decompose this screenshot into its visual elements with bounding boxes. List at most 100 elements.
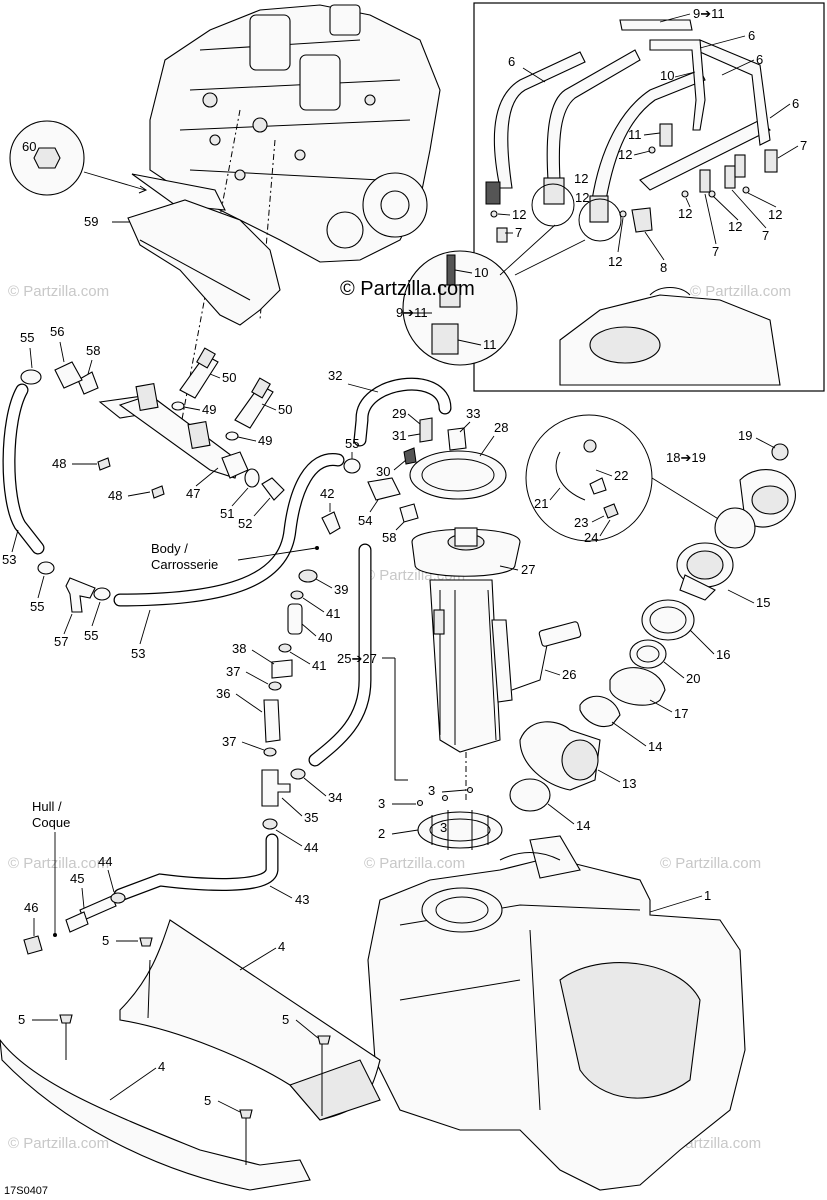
hull-label: Hull /: [32, 799, 62, 814]
callout-7: 7: [515, 225, 522, 240]
callout-9-11: 9➔11: [693, 6, 725, 21]
figure-code: 17S0407: [4, 1185, 48, 1197]
callout-28: 28: [494, 420, 508, 435]
body-anchor-dot: [315, 546, 319, 550]
callout-18-19: 18➔19: [666, 450, 706, 465]
callout-41: 41: [326, 606, 340, 621]
callout-39: 39: [334, 582, 348, 597]
callout-55: 55: [20, 330, 34, 345]
hose-43: 43: [113, 833, 309, 907]
callout-26: 26: [562, 667, 576, 682]
watermark-group: © Partzilla.com © Partzilla.com © Partzi…: [8, 283, 791, 1152]
hose-32: 32: [328, 368, 452, 447]
callout-58: 58: [382, 530, 396, 545]
callout-7: 7: [712, 244, 719, 259]
callout-8: 8: [660, 260, 667, 275]
callout-57: 57: [54, 634, 68, 649]
callout-36: 36: [216, 686, 230, 701]
callout-3: 3: [428, 783, 435, 798]
callout-7: 7: [800, 138, 807, 153]
callout-46: 46: [24, 900, 38, 915]
hose-53-right: 53: [113, 453, 345, 661]
callout-60: 60: [22, 139, 36, 154]
callout-5: 5: [204, 1093, 211, 1108]
callout-20: 20: [686, 671, 700, 686]
callout-10: 10: [660, 68, 674, 83]
center-fittings: 55 54 58 42 39 41 40 41 38 37 36 37: [151, 436, 419, 855]
callout-48: 48: [108, 488, 122, 503]
callout-12: 12: [728, 219, 742, 234]
part-60-cap: 60: [9, 120, 148, 196]
callout-34: 34: [328, 790, 342, 805]
callout-16: 16: [716, 647, 730, 662]
callout-31: 31: [392, 428, 406, 443]
callout-7: 7: [762, 228, 769, 243]
callout-24: 24: [584, 530, 598, 545]
callout-29: 29: [392, 406, 406, 421]
callout-11: 11: [483, 337, 497, 352]
callout-15: 15: [756, 595, 770, 610]
callout-35: 35: [304, 810, 318, 825]
callout-45: 45: [70, 871, 84, 886]
callout-5: 5: [102, 933, 109, 948]
callout-51: 51: [220, 506, 234, 521]
callout-55: 55: [345, 436, 359, 451]
callout-44: 44: [304, 840, 318, 855]
fuel-tank: 1: [367, 835, 746, 1191]
callout-12: 12: [608, 254, 622, 269]
body-label-fr: Carrosserie: [151, 557, 218, 572]
callout-37: 37: [222, 734, 236, 749]
callout-52: 52: [238, 516, 252, 531]
callout-42: 42: [320, 486, 334, 501]
callout-6: 6: [756, 52, 763, 67]
callout-56: 56: [50, 324, 64, 339]
callout-4: 4: [278, 939, 285, 954]
callout-54: 54: [358, 513, 372, 528]
callout-49: 49: [258, 433, 272, 448]
watermark: © Partzilla.com: [8, 855, 109, 872]
fuel-rail-assembly: [20, 347, 285, 501]
callout-21: 21: [534, 496, 548, 511]
fuel-pump-module: 29 31 30 33 28 27 26 25➔27: [337, 406, 582, 800]
watermark: © Partzilla.com: [8, 1135, 109, 1152]
callout-6: 6: [508, 54, 515, 69]
callout-12: 12: [575, 190, 589, 205]
hose-53-left: 53: [2, 383, 45, 567]
watermark: © Partzilla.com: [660, 855, 761, 872]
watermark: © Partzilla.com: [364, 855, 465, 872]
callout-3: 3: [440, 820, 447, 835]
callout-40: 40: [318, 630, 332, 645]
callout-25-27: 25➔27: [337, 651, 377, 666]
hull-label-fr: Coque: [32, 815, 70, 830]
callout-53: 53: [2, 552, 16, 567]
callout-17: 17: [674, 706, 688, 721]
callout-1: 1: [704, 888, 711, 903]
callout-14: 14: [576, 818, 590, 833]
callout-9-11: 9➔11: [396, 305, 428, 320]
callout-4: 4: [158, 1059, 165, 1074]
callout-19: 19: [738, 428, 752, 443]
filler-neck-assembly: 22 21 23 24 19 18➔19 15 16 20 17 14: [509, 414, 796, 833]
deflector-panels: 4 4 5 5 5 5: [0, 919, 381, 1191]
callout-3: 3: [378, 796, 385, 811]
watermark-main: © Partzilla.com: [340, 278, 475, 300]
part-59-intake-duct: 59: [84, 173, 281, 326]
lock-ring-assembly: 3 3 3 2: [378, 783, 503, 850]
callout-27: 27: [521, 562, 535, 577]
callout-6: 6: [748, 28, 755, 43]
callout-12: 12: [768, 207, 782, 222]
callout-55: 55: [30, 599, 44, 614]
callout-49: 49: [202, 402, 216, 417]
hull-anchor-dot: [53, 933, 57, 937]
callout-6: 6: [792, 96, 799, 111]
hull-fittings: Hull / Coque 46 45 44: [23, 799, 126, 955]
callout-44: 44: [98, 854, 112, 869]
callout-5: 5: [18, 1012, 25, 1027]
watermark: © Partzilla.com: [8, 283, 109, 300]
callout-11: 11: [628, 127, 642, 142]
callout-30: 30: [376, 464, 390, 479]
callout-2: 2: [378, 826, 385, 841]
callout-33: 33: [466, 406, 480, 421]
callout-55: 55: [84, 628, 98, 643]
